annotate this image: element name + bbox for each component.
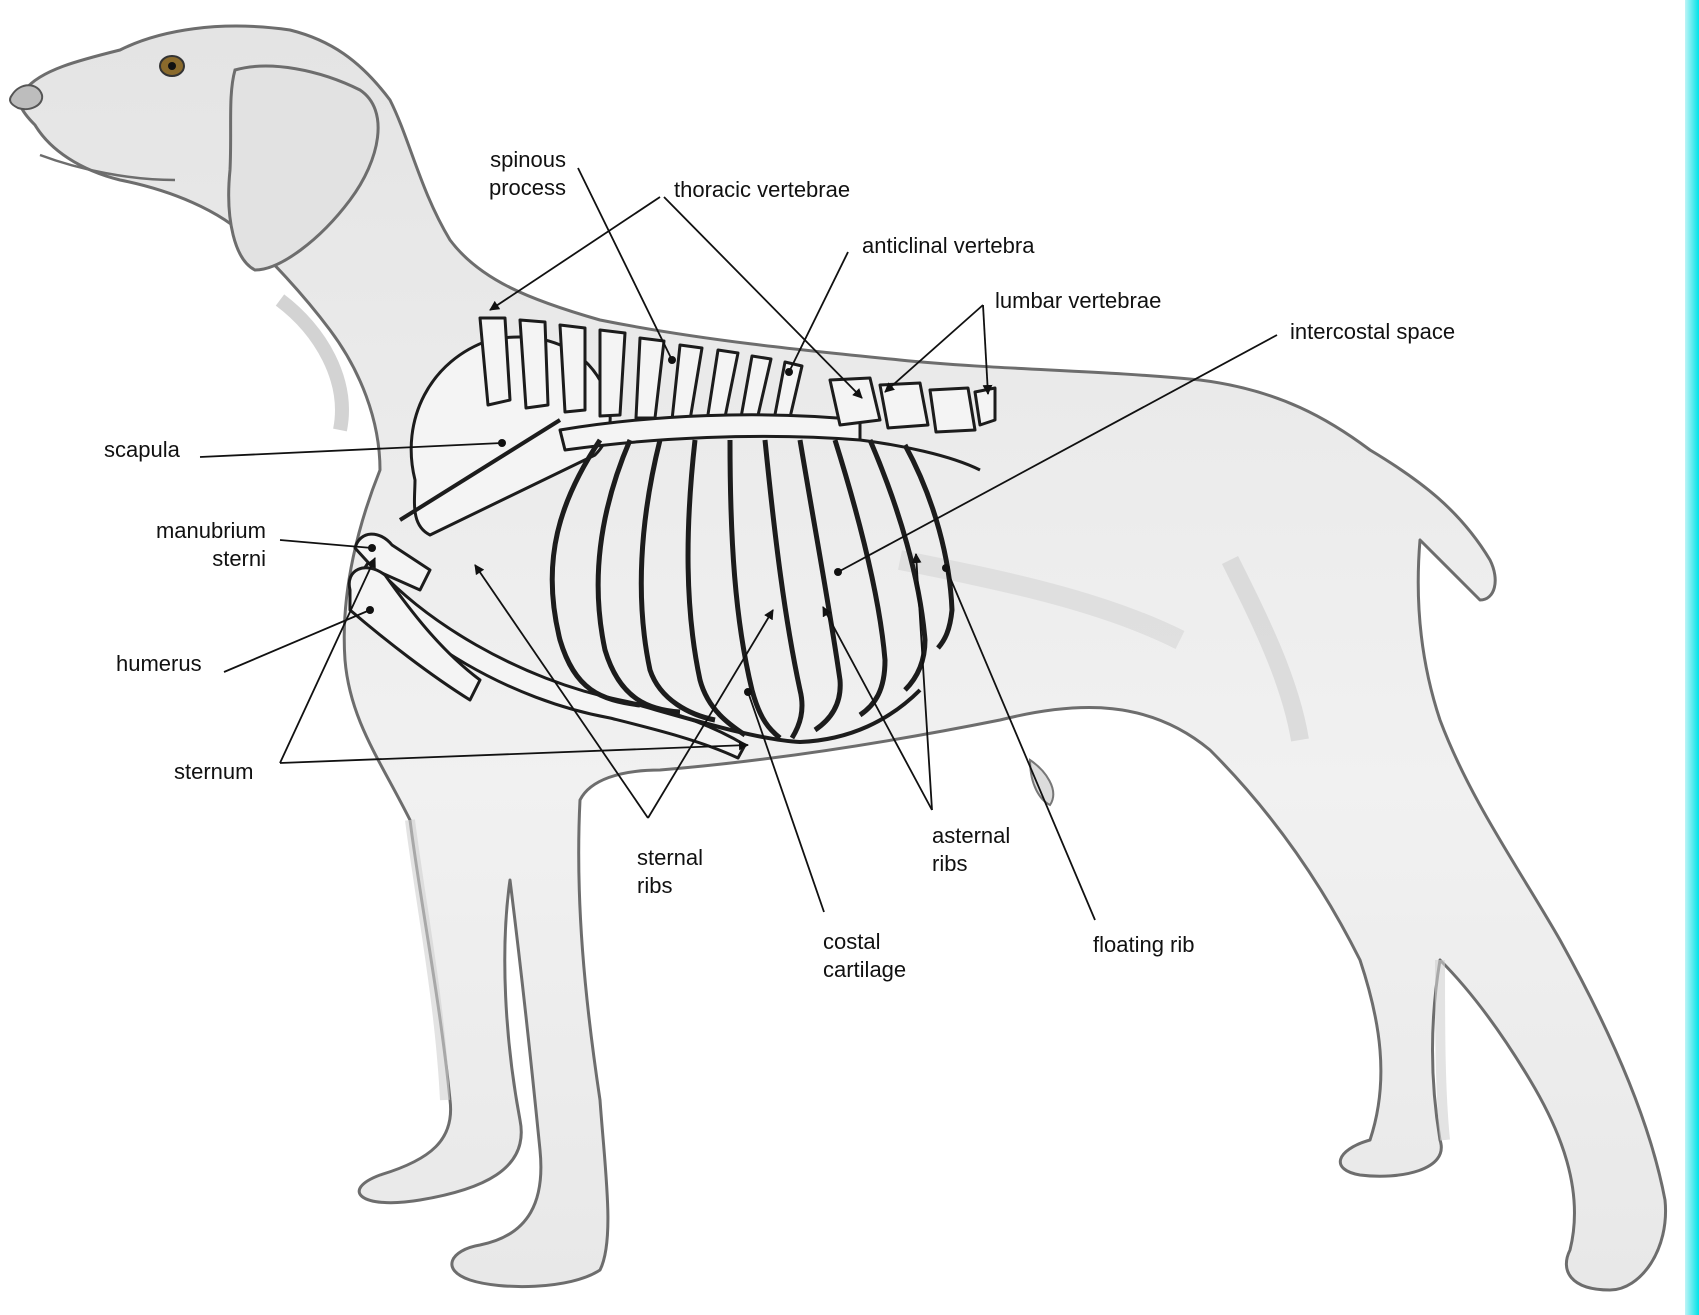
label-sternal-ribs: sternal ribs (637, 844, 703, 900)
label-humerus: humerus (116, 650, 202, 678)
label-thoracic-vertebrae: thoracic vertebrae (674, 176, 850, 204)
label-costal-cartilage: costal cartilage (823, 928, 906, 984)
label-intercostal-space: intercostal space (1290, 318, 1455, 346)
label-asternal-ribs: asternal ribs (932, 822, 1010, 878)
label-lumbar-vertebrae: lumbar vertebrae (995, 287, 1161, 315)
label-floating-rib: floating rib (1093, 931, 1195, 959)
label-manubrium-sterni: manubrium sterni (130, 517, 266, 573)
label-scapula: scapula (104, 436, 180, 464)
label-spinous-process: spinous process (458, 146, 566, 202)
edge-accent-strip (1685, 0, 1699, 1315)
label-anticlinal-vertebra: anticlinal vertebra (862, 232, 1034, 260)
label-sternum: sternum (174, 758, 253, 786)
leader-thoracic-left (490, 197, 660, 310)
dog-nose (10, 85, 42, 109)
